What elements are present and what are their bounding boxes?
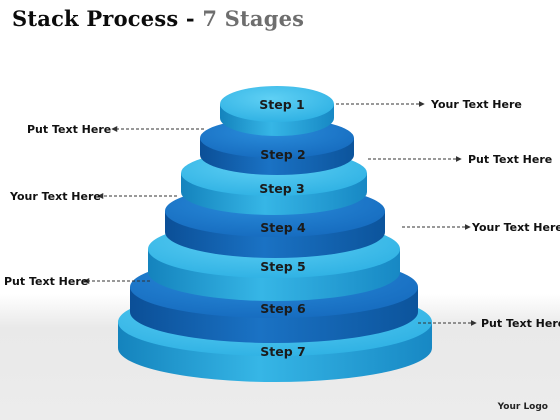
callout-step-2-left: Put Text Here [27, 123, 111, 136]
step-label-6: Step 6 [260, 301, 306, 316]
callout-step-1: Your Text Here [430, 98, 522, 111]
callout-step-6: Put Text Here [4, 275, 88, 288]
callout-step-3: Your Text Here [9, 190, 101, 203]
title-stages: 7 Stages [202, 6, 305, 31]
step-label-2: Step 2 [260, 147, 305, 162]
step-label-5: Step 5 [260, 259, 305, 274]
title-main: Stack Process [12, 6, 179, 31]
step-label-7: Step 7 [260, 344, 305, 359]
title-separator: - [185, 6, 195, 31]
page-title: Stack Process - 7 Stages [12, 6, 304, 31]
step-label-4: Step 4 [260, 220, 306, 235]
callout-step-4: Your Text Here [471, 221, 560, 234]
logo-placeholder: Your Logo [497, 402, 548, 412]
step-label-1: Step 1 [259, 97, 304, 112]
callout-step-7: Put Text Here [481, 317, 560, 330]
disc-step-1 [220, 86, 334, 136]
callout-step-2-right: Put Text Here [468, 153, 552, 166]
step-label-3: Step 3 [259, 181, 304, 196]
